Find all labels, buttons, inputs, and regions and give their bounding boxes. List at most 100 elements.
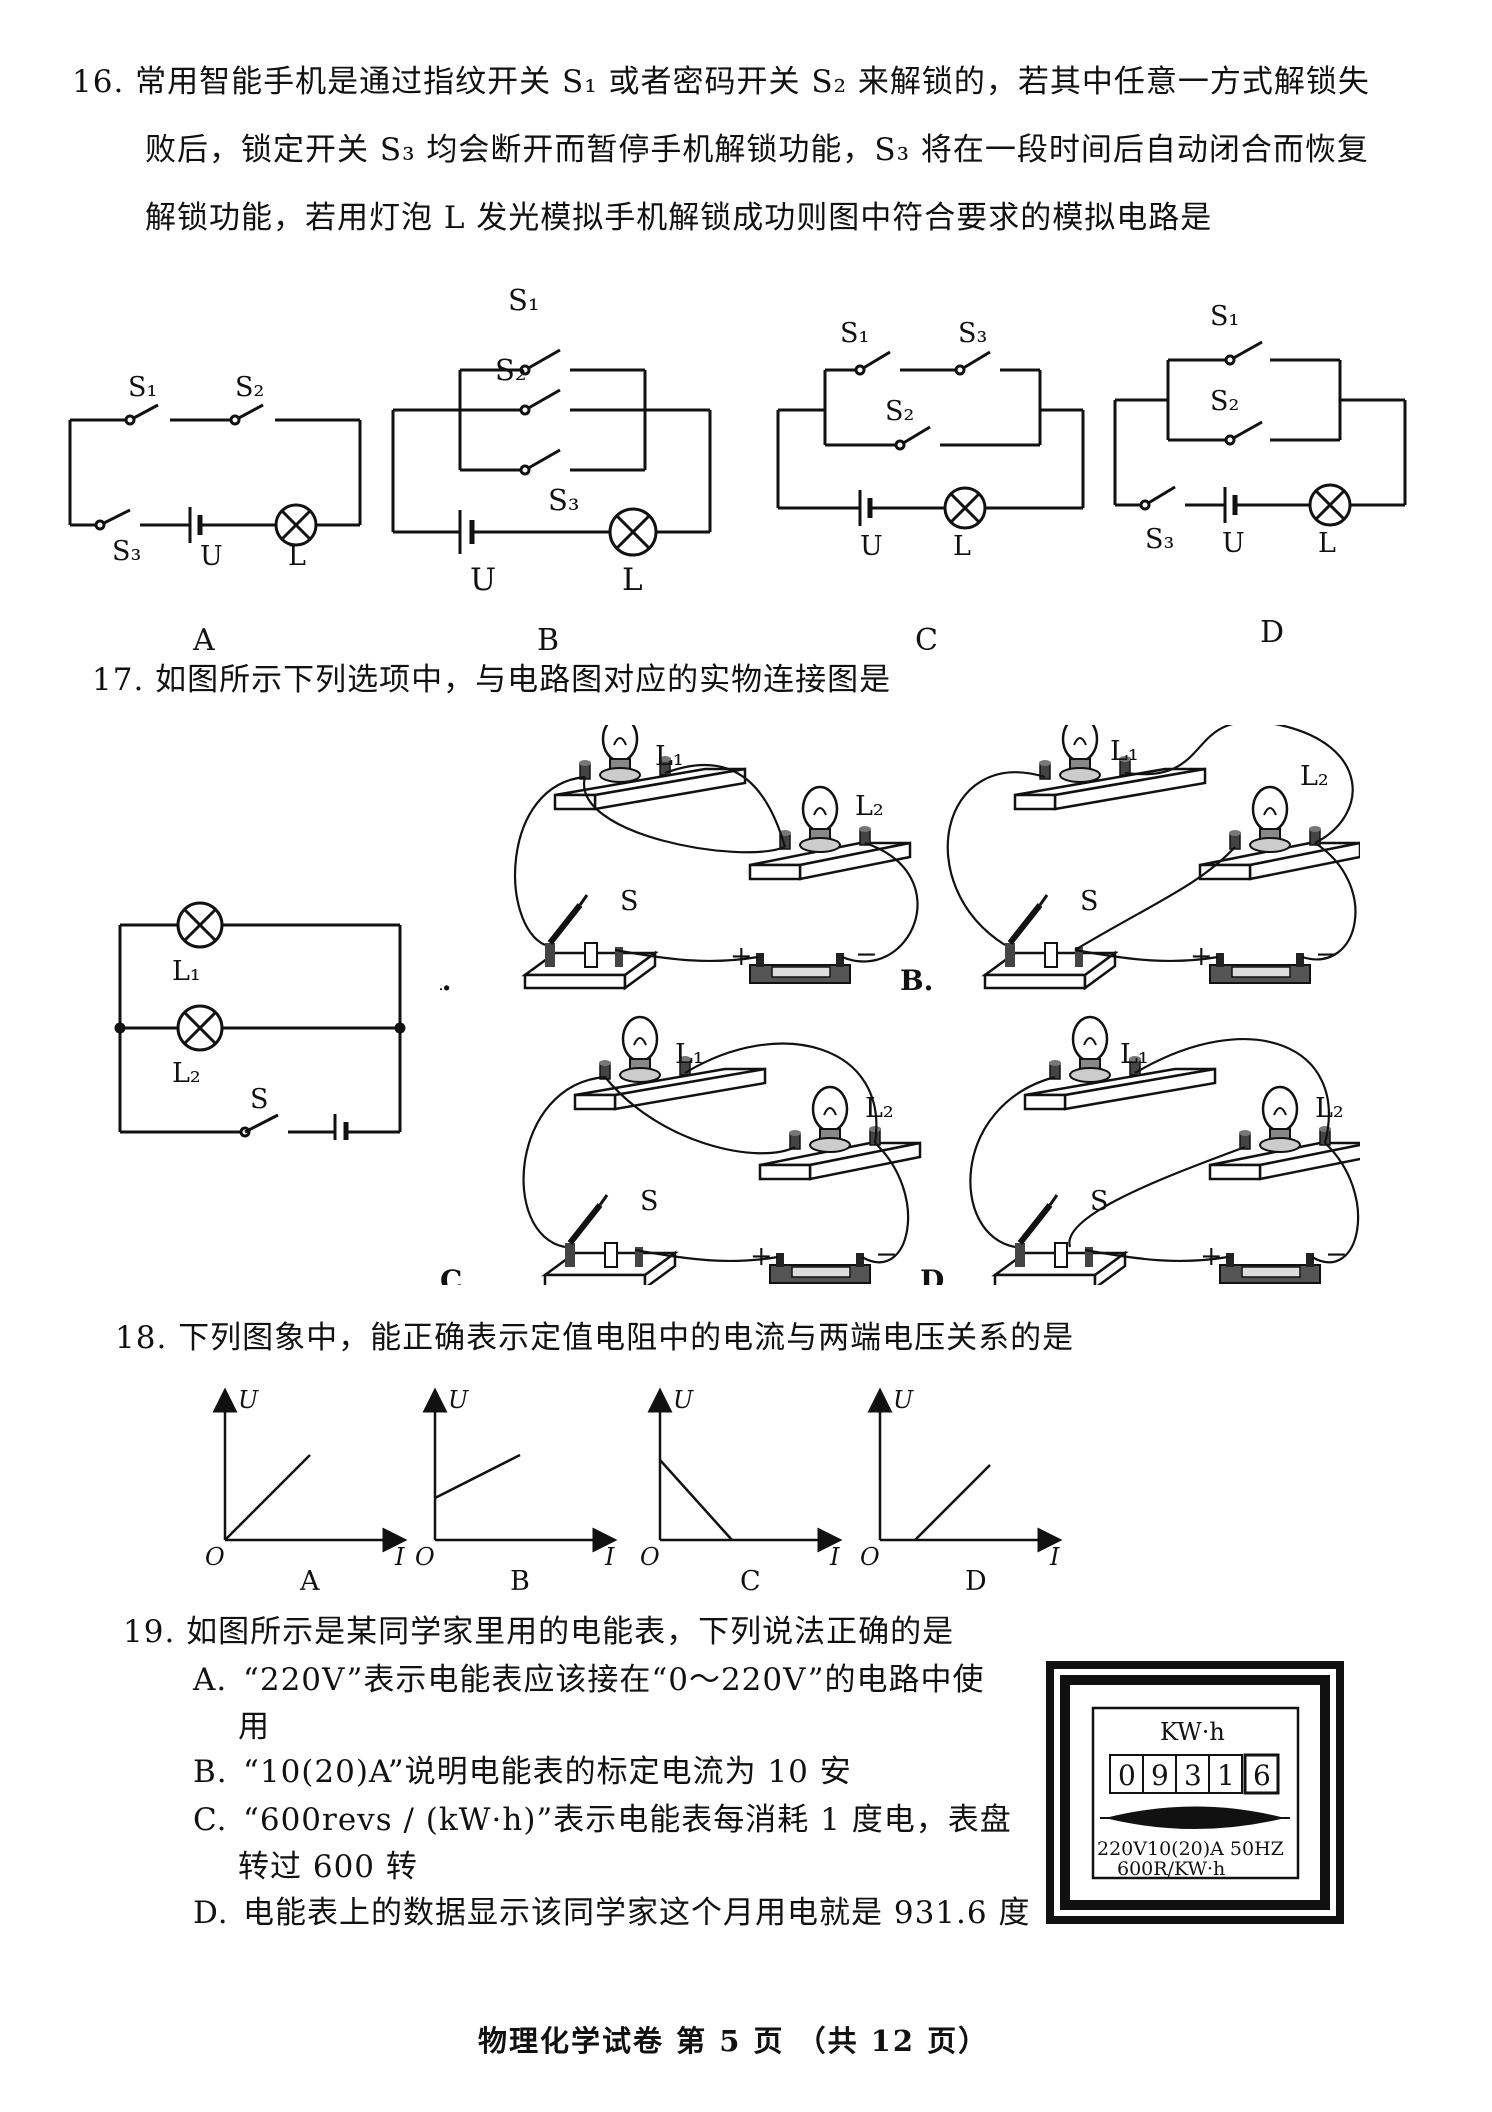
q17-c-minus: − [875, 1239, 898, 1270]
q16-b-u-label: U [470, 562, 496, 598]
q16-a-s3-label: S₃ [112, 536, 141, 567]
q19-question: 19. 如图所示是某同学家里用的电能表，下列说法正确的是 [123, 1614, 955, 1650]
q16-circuit-c [776, 350, 1085, 530]
q16-a-u-label: U [200, 541, 223, 572]
meter-spec-line-2: 600R/KW·h [1117, 1858, 1225, 1880]
q18-d-i: I [1049, 1543, 1060, 1571]
q16-circuit-a [68, 403, 362, 547]
q16-c-s1-label: S₁ [840, 318, 869, 349]
q18-c-o: O [640, 1543, 660, 1571]
q17-c-l2-label: L₂ [865, 1093, 894, 1124]
q16-option-c: C [915, 623, 938, 658]
q17-option-b-label: B. [900, 964, 933, 997]
q19-option-c-line1: “600revs / (kW·h)”表示电能表每消耗 1 度电，表盘 [243, 1802, 1012, 1838]
q17-c-l1-label: L₁ [675, 1039, 704, 1070]
q17-a-l2-label: L₂ [855, 791, 884, 822]
q16-b-s3-label: S₃ [548, 483, 580, 517]
meter-spec-line-1: 220V10(20)A 50HZ [1097, 1838, 1284, 1860]
q18-option-a: A [299, 1566, 320, 1597]
q17-diagram-s-label: S [250, 1084, 269, 1115]
q17-option-a-picture [513, 725, 919, 988]
q18-d-u: U [893, 1386, 914, 1414]
q16-c-u-label: U [860, 531, 883, 562]
q19-option-b-label: B. [193, 1754, 228, 1790]
q17-option-b-picture [946, 725, 1360, 988]
q17-d-minus: − [1325, 1239, 1348, 1270]
q18-c-i: I [829, 1543, 840, 1571]
q18-graph-d [867, 1387, 1063, 1553]
meter-digit-2: 9 [1151, 1759, 1169, 1792]
meter-rotor-disc [1100, 1806, 1290, 1829]
q19-option-c-line2: 转过 600 转 [238, 1849, 418, 1885]
q19-option-a-line1: “220V”表示电能表应该接在“0～220V”的电路中使 [243, 1662, 985, 1698]
electricity-meter: KW·h 0 9 3 1 6 220V10(20)A 50HZ 600R/KW·… [1046, 1661, 1344, 1924]
q17-a-minus: − [855, 939, 878, 970]
q16-b-l-label: L [622, 562, 643, 598]
q17-b-s-label: S [1080, 886, 1099, 917]
q17-option-c-picture [522, 1015, 922, 1285]
q16-a-l-label: L [288, 541, 306, 572]
q16-circuit-b [391, 348, 712, 557]
q18-b-o: O [415, 1543, 435, 1571]
q16-d-u-label: U [1222, 528, 1245, 559]
q17-option-a-label: A. [440, 964, 451, 997]
q17-option-d-picture [969, 1015, 1360, 1285]
meter-digit-1: 0 [1118, 1759, 1136, 1792]
q18-a-o: O [205, 1543, 225, 1571]
q18-graph-b [422, 1387, 618, 1553]
q17-c-s-label: S [640, 1186, 659, 1217]
q19-option-b-line1: “10(20)A”说明电能表的标定电流为 10 安 [243, 1754, 852, 1790]
meter-digit-3: 3 [1184, 1759, 1202, 1792]
q18-graph-options: U O I U O I U O I U O I A B C D [205, 1386, 1063, 1597]
q18-d-o: O [860, 1543, 880, 1571]
q16-d-s3-label: S₃ [1145, 524, 1174, 555]
q17-c-plus: + [750, 1241, 773, 1272]
q18-c-u: U [673, 1386, 694, 1414]
q17-option-d-label: D. [920, 1264, 953, 1285]
q16-a-s2-label: S₂ [235, 372, 264, 403]
q18-a-u: U [238, 1386, 259, 1414]
q19-option-a-line2: 用 [238, 1709, 270, 1745]
q18-option-b: B [510, 1566, 530, 1597]
q16-line-3: 解锁功能，若用灯泡 L 发光模拟手机解锁成功则图中符合要求的模拟电路是 [145, 200, 1213, 236]
q17-a-plus: + [730, 941, 753, 972]
meter-digit-5: 6 [1253, 1759, 1271, 1792]
q16-c-s2-label: S₂ [885, 396, 914, 427]
q18-graph-a [212, 1387, 408, 1553]
q18-a-i: I [394, 1543, 405, 1571]
meter-unit: KW·h [1160, 1718, 1225, 1746]
q17-a-s-label: S [620, 886, 639, 917]
q16-a-s1-label: S₁ [128, 372, 157, 403]
q16-c-l-label: L [953, 531, 971, 562]
q17-d-l1-label: L₁ [1120, 1039, 1149, 1070]
q18-option-c: C [740, 1566, 761, 1597]
q17-question: 17. 如图所示下列选项中，与电路图对应的实物连接图是 [92, 662, 892, 698]
q19-option-d-label: D. [193, 1895, 229, 1931]
q17-b-l1-label: L₁ [1110, 736, 1139, 767]
q19-option-a-label: A. [193, 1662, 228, 1698]
q16-d-s1-label: S₁ [1210, 301, 1239, 332]
meter-digit-4: 1 [1217, 1759, 1235, 1792]
q17-d-l2-label: L₂ [1315, 1093, 1344, 1124]
q16-d-l-label: L [1318, 528, 1336, 559]
q18-graph-c [647, 1387, 843, 1553]
q17-physical-options: L₁ L₂ S + − A. L₁ L₂ S + − B. L₁ L₂ S + … [440, 725, 1360, 1285]
q16-circuit-d [1113, 340, 1407, 527]
q17-diagram-l1-label: L₁ [172, 956, 201, 987]
q16-line-1: 16. 常用智能手机是通过指纹开关 S₁ 或者密码开关 S₂ 来解锁的，若其中任… [72, 64, 1370, 100]
q16-line-2: 败后，锁定开关 S₃ 均会断开而暂停手机解锁功能，S₃ 将在一段时间后自动闭合而… [145, 132, 1369, 168]
q18-question: 18. 下列图象中，能正确表示定值电阻中的电流与两端电压关系的是 [115, 1320, 1075, 1356]
q17-d-plus: + [1200, 1241, 1223, 1272]
q18-b-i: I [604, 1543, 615, 1571]
q16-c-s3-label: S₃ [958, 318, 987, 349]
q18-b-u: U [448, 1386, 469, 1414]
page-footer: 物理化学试卷 第 5 页 （共 12 页） [478, 2024, 990, 2058]
q17-diagram-l2-label: L₂ [172, 1058, 201, 1089]
q17-b-minus: − [1315, 939, 1338, 970]
q17-b-l2-label: L₂ [1300, 761, 1329, 792]
q16-b-s1-label: S₁ [508, 283, 540, 317]
q16-d-s2-label: S₂ [1210, 386, 1239, 417]
q16-b-s2-label: S₂ [495, 353, 527, 387]
q19-option-d-line1: 电能表上的数据显示该同学家这个月用电就是 931.6 度 [243, 1895, 1031, 1931]
q17-circuit-diagram: L₁ L₂ S [114, 901, 406, 1140]
